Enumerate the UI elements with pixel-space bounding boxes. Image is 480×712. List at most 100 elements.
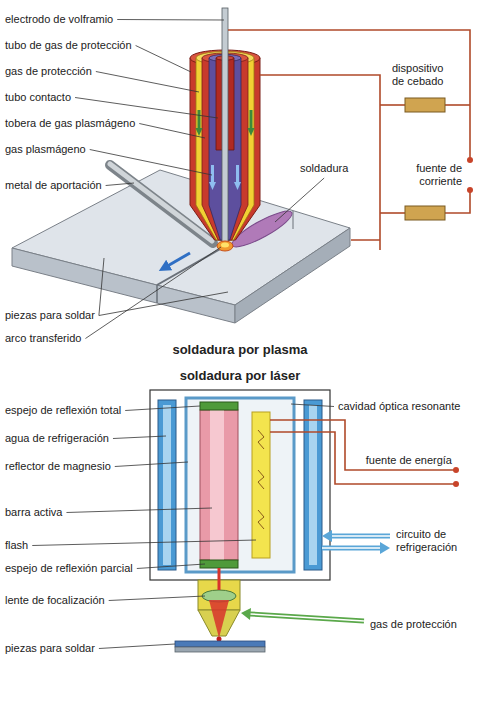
wire [260,75,380,250]
label-anchor: barra activa [5,502,62,520]
gas-arrow [196,110,203,136]
part-label: tobera de gas plasmágeno [5,117,135,130]
part-label: cavidad óptica resonante [338,400,460,413]
part-label: dispositivo de cebado [392,62,452,88]
label-anchor: piezas para soldar [5,638,95,656]
label-anchor: metal de aportación [5,175,102,193]
part-label: electrodo de volframio [5,13,113,26]
part-label: agua de refrigeración [5,432,109,445]
tungsten-electrode [222,8,228,242]
terminal [467,157,473,163]
terminal [453,481,459,487]
label-anchor: soldadura [300,158,348,176]
leader-line [99,644,175,649]
gas-arrow-head [241,608,251,620]
leader-line [66,508,212,513]
workpiece [175,641,265,647]
leader-line [90,150,212,176]
weld-groove [157,248,222,285]
label-anchor: espejo de reflexión total [5,400,121,418]
leader-line [136,46,191,73]
part-label: piezas para soldar [5,642,95,655]
leader-line [99,292,228,316]
label-anchor: gas de protección [370,614,457,632]
part-label: lente de focalización [5,594,105,607]
transferred-arc-core [221,243,229,248]
label-anchor: reflector de magnesio [5,456,111,474]
wire [270,432,455,484]
leader-line [75,98,218,119]
coolant-arrow [330,534,390,539]
joint-line [293,211,294,229]
part-label: tubo contacto [5,91,71,104]
active-rod-highlight [210,410,224,560]
label-anchor: dispositivo de cebado [392,62,452,89]
terminal [453,467,459,473]
flash-lamp [252,412,270,558]
coolant-arrow [322,547,382,549]
flash-spark [258,470,264,489]
leader-line [125,406,200,411]
ignition-device [405,206,445,220]
label-anchor: tobera de gas plasmágeno [5,113,135,131]
coolant-arrow [330,535,390,537]
cooling-water [158,400,176,570]
label-anchor: lente de focalización [5,590,105,608]
coolant-arrow-head [322,530,332,542]
gas-arrow [250,614,364,621]
label-anchor: gas plasmágeno [5,139,86,157]
leader-line [117,19,224,21]
label-anchor: soldadura por plasma [0,340,480,358]
wire [228,30,470,160]
terminal [467,187,473,193]
part-label: fuente de corriente [398,162,462,188]
label-anchor: tubo contacto [5,87,71,105]
magnesium-reflector [186,398,294,572]
transferred-arc [217,241,233,251]
part-label: tubo de gas de protección [5,39,132,52]
label-anchor: flash [5,535,28,553]
label-anchor: circuito de refrigeración [396,528,476,555]
wire [380,212,405,214]
label-anchor: arco transferido [5,328,81,346]
leader-line [275,178,324,222]
part-label: reflector de magnesio [5,460,111,473]
part-label: espejo de reflexión total [5,404,121,417]
cooling-water-inner [309,405,317,565]
travel-arrow [164,253,190,268]
leader-line [291,404,334,407]
label-anchor: piezas para soldar [5,305,95,323]
laser-beam [209,600,229,638]
flash-spark [258,510,264,529]
part-label: circuito de refrigeración [396,528,476,554]
wire [445,190,470,213]
leader-line [106,183,134,186]
laser-housing [150,390,330,580]
label-anchor: soldadura por láser [0,366,480,384]
wire [380,104,405,106]
leader-line [32,540,256,546]
part-label: barra activa [5,506,62,519]
part-label: gas de protección [5,65,92,78]
leader-line [113,436,166,439]
laser-beam [218,568,221,590]
leader-line [85,247,221,339]
figure-caption: soldadura por plasma [172,342,307,357]
part-label: gas de protección [370,618,457,631]
label-anchor: fuente de corriente [398,162,462,189]
leader-line [99,258,104,316]
wire [445,104,470,106]
leader-line [115,462,188,467]
label-anchor: agua de refrigeración [5,428,109,446]
joint-line [156,285,158,303]
label-anchor: espejo de reflexión parcial [5,558,133,576]
leader-line [96,72,199,93]
label-anchor: fuente de energía [360,450,452,468]
leader-line [139,124,205,139]
label-anchor: cavidad óptica resonante [338,396,460,414]
label-anchor: gas de protección [5,61,92,79]
coolant-arrow [322,546,382,551]
figure-title: soldadura por láser [180,368,301,383]
part-label: metal de aportación [5,179,102,192]
